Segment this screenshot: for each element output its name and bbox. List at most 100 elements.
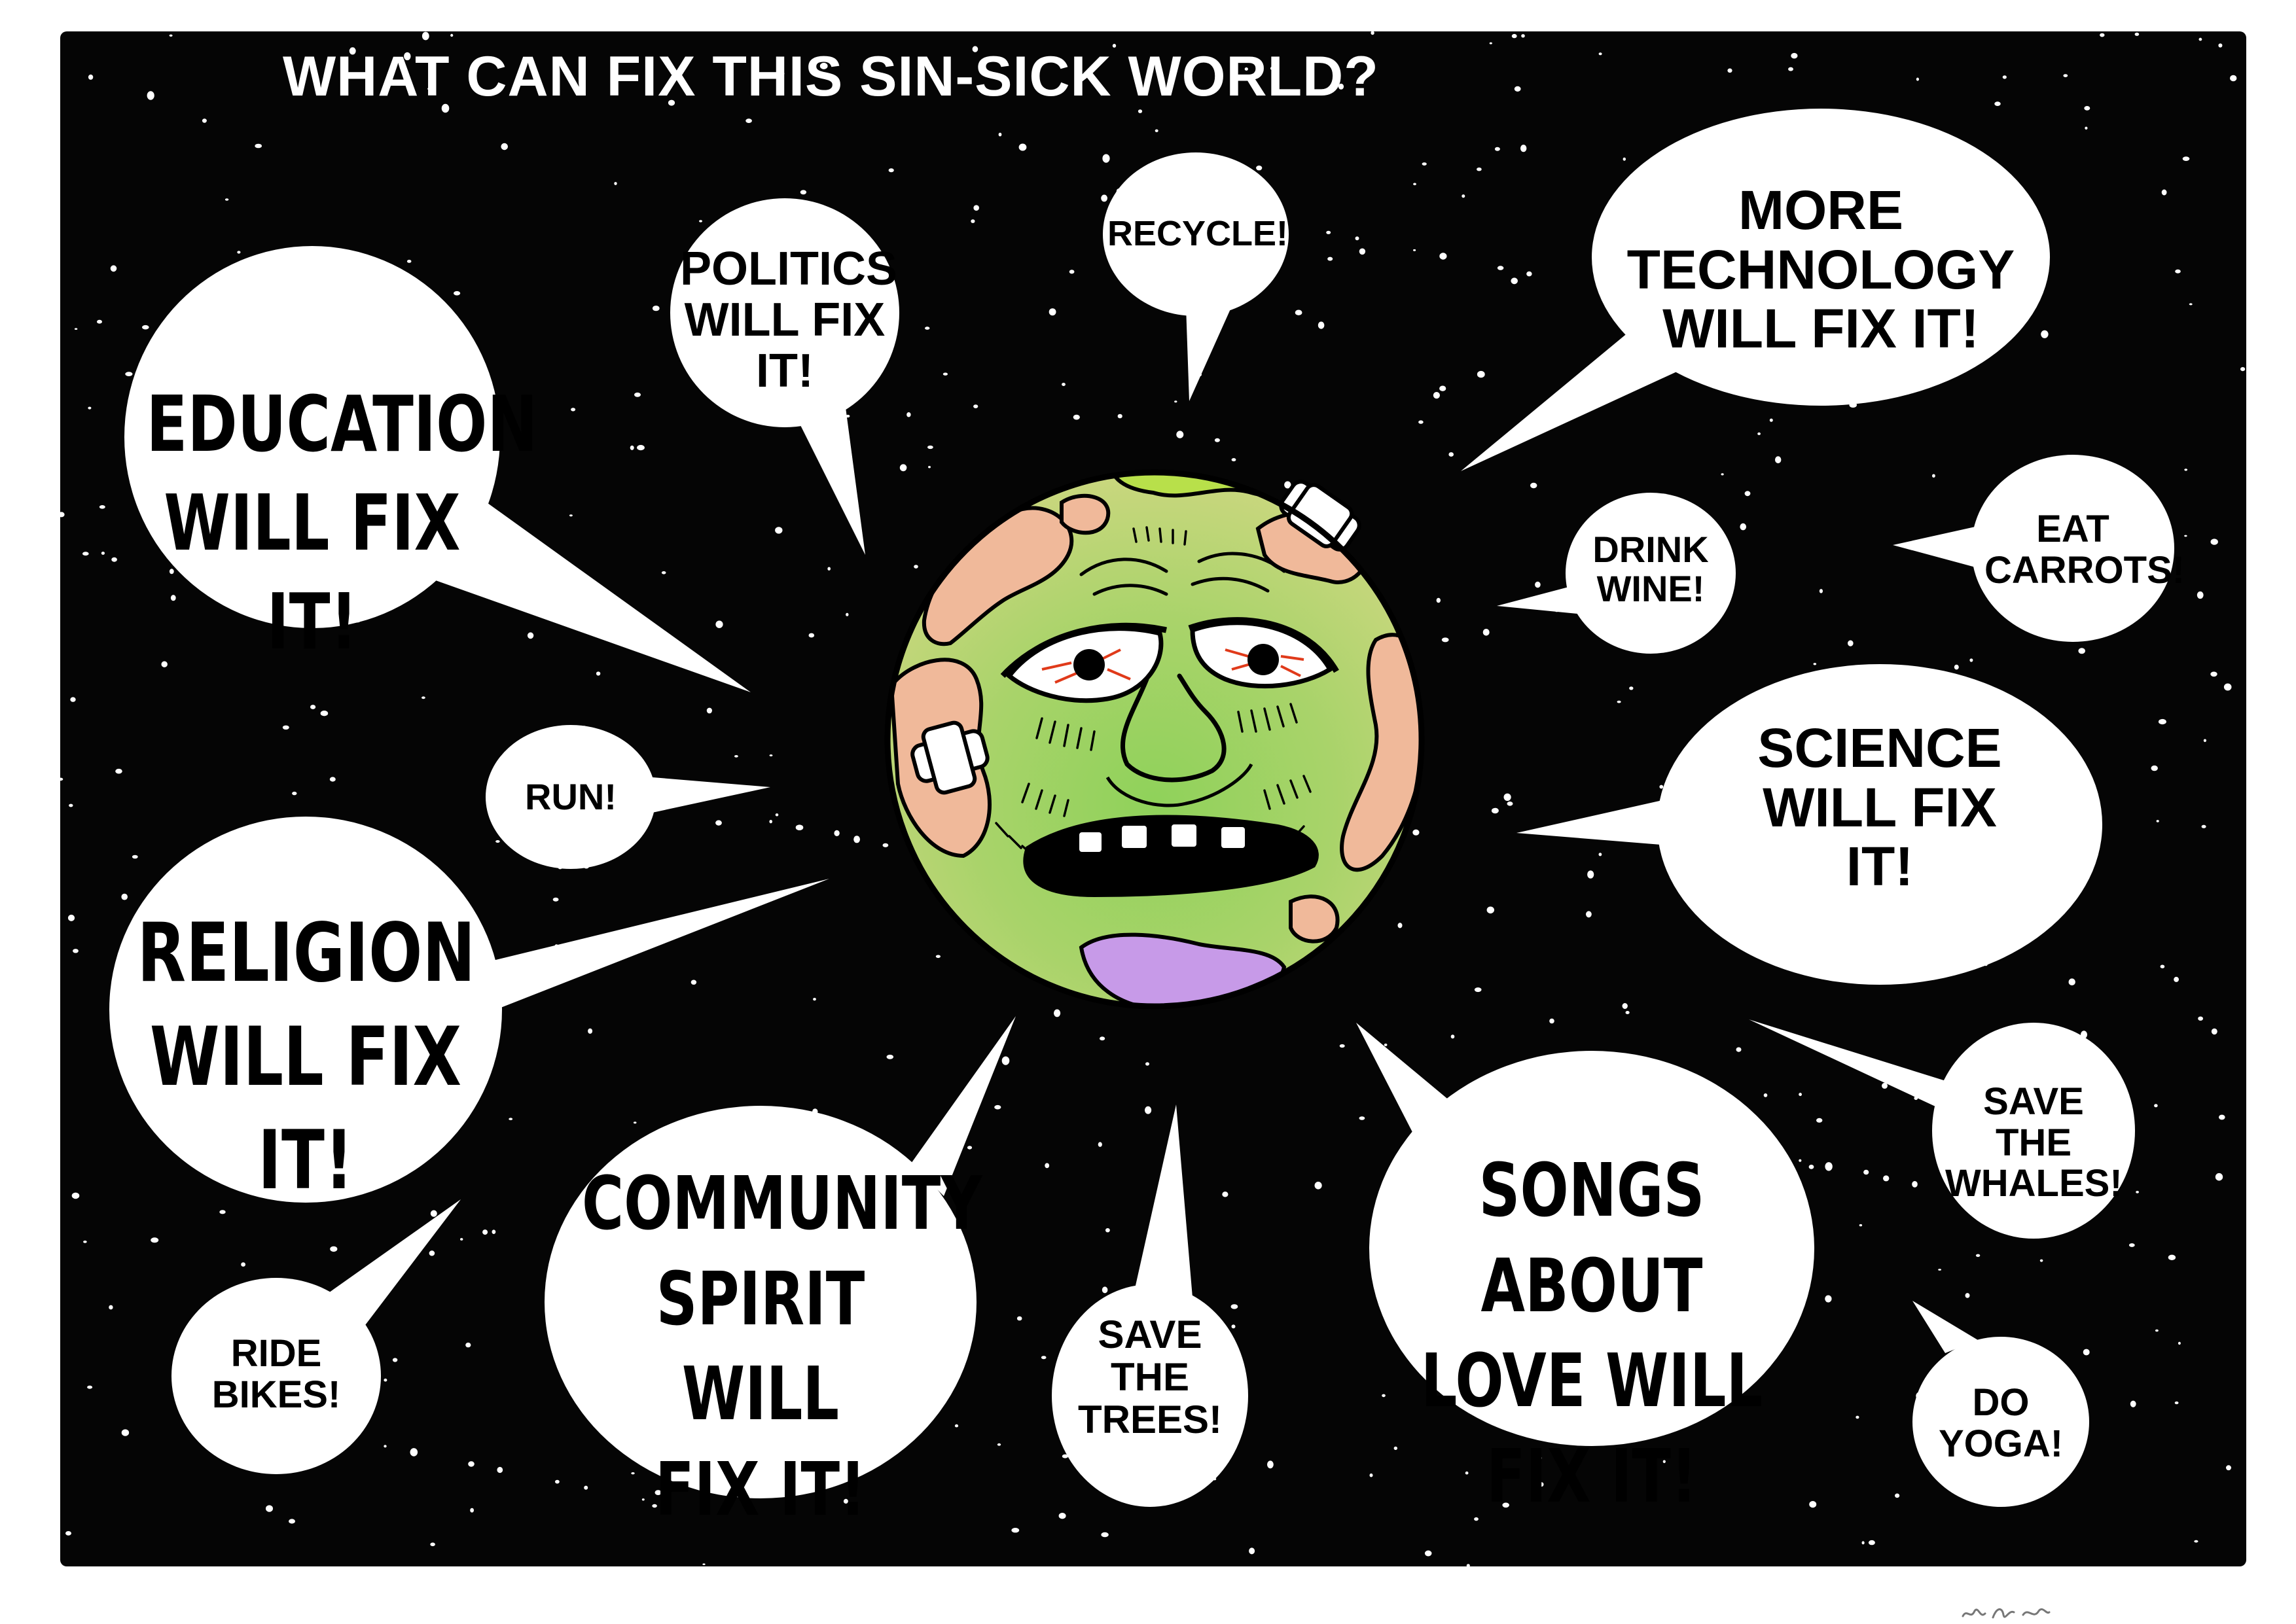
star [1861, 1541, 1865, 1545]
star [1526, 271, 1532, 277]
star [430, 1210, 437, 1217]
star [971, 219, 975, 223]
star [1462, 194, 1465, 198]
star [1101, 1532, 1109, 1538]
star [1819, 589, 1823, 593]
star [800, 190, 807, 195]
star [1450, 1034, 1455, 1039]
star [715, 820, 722, 826]
star [482, 1229, 488, 1235]
star [1502, 1502, 1509, 1508]
star [441, 103, 450, 113]
bubble-run [486, 725, 770, 869]
star [1598, 52, 1602, 56]
bubble-education [124, 246, 751, 692]
star [1001, 1056, 1010, 1065]
star [2151, 765, 2158, 771]
star [320, 711, 329, 716]
star [1102, 154, 1110, 163]
star [384, 1378, 387, 1382]
bubble-yoga [1912, 1301, 2089, 1507]
star [1511, 277, 1518, 285]
star [1491, 807, 1499, 814]
star [224, 198, 229, 201]
star [1314, 1182, 1322, 1190]
star [2219, 1114, 2225, 1120]
star [2156, 820, 2159, 822]
star [571, 408, 576, 412]
star [734, 755, 738, 758]
star [1369, 1473, 1373, 1477]
star [2198, 1016, 2204, 1021]
star [769, 754, 773, 756]
star [1757, 432, 1761, 435]
bandage-left [910, 720, 990, 795]
star [2083, 1349, 2090, 1356]
star [1808, 1165, 1814, 1169]
star [2178, 1341, 2181, 1345]
star [1326, 230, 1331, 234]
star [699, 220, 702, 222]
bubble-recycle [1103, 152, 1289, 401]
star [2041, 330, 2049, 338]
star [2136, 1191, 2140, 1193]
star [1856, 1415, 1859, 1419]
star [661, 571, 666, 574]
star [1587, 870, 1594, 879]
star [1520, 145, 1527, 152]
star [2039, 1259, 2043, 1262]
star [781, 72, 785, 75]
star [834, 830, 840, 836]
star [330, 1246, 338, 1252]
star [1448, 452, 1454, 457]
star [495, 840, 500, 843]
star [1549, 1018, 1554, 1024]
star [2154, 1104, 2158, 1108]
star [668, 99, 675, 106]
star [509, 1118, 513, 1120]
cartoon-artwork [109, 109, 2174, 1507]
star [1497, 266, 1504, 270]
star [1863, 1169, 1869, 1175]
star [389, 80, 395, 86]
star [1882, 1082, 1888, 1089]
star [1413, 183, 1416, 186]
star [2210, 538, 2218, 545]
star [2197, 591, 2204, 599]
star [101, 552, 105, 555]
star [1214, 438, 1220, 442]
star [1155, 129, 1158, 132]
star [886, 1054, 894, 1059]
star [1965, 1293, 1970, 1298]
bubble-save-trees [1052, 1104, 1248, 1507]
star [1422, 162, 1427, 166]
star [1799, 1159, 1802, 1162]
star [1138, 109, 1143, 113]
star [1176, 431, 1184, 438]
star [1267, 1460, 1274, 1469]
star [1662, 1460, 1666, 1464]
star [584, 1485, 588, 1490]
star [454, 291, 461, 296]
star [633, 1121, 637, 1124]
star [935, 955, 941, 959]
star [147, 91, 154, 100]
star [1727, 68, 1732, 73]
star [1477, 370, 1485, 378]
star [1100, 1036, 1105, 1041]
star [994, 1104, 1001, 1110]
star [1441, 637, 1449, 643]
star [641, 1498, 645, 1501]
star [2160, 964, 2165, 968]
star [1848, 640, 1854, 646]
star [410, 1448, 418, 1456]
star [569, 514, 573, 517]
star [2201, 824, 2206, 828]
bubble-text-save-trees: SAVE THE TREES! [1077, 1313, 1223, 1441]
bubble-songs [1356, 1023, 1814, 1446]
star [1535, 581, 1541, 588]
star [843, 1498, 848, 1504]
star [266, 1505, 273, 1512]
star [1659, 785, 1664, 789]
star [527, 632, 534, 639]
